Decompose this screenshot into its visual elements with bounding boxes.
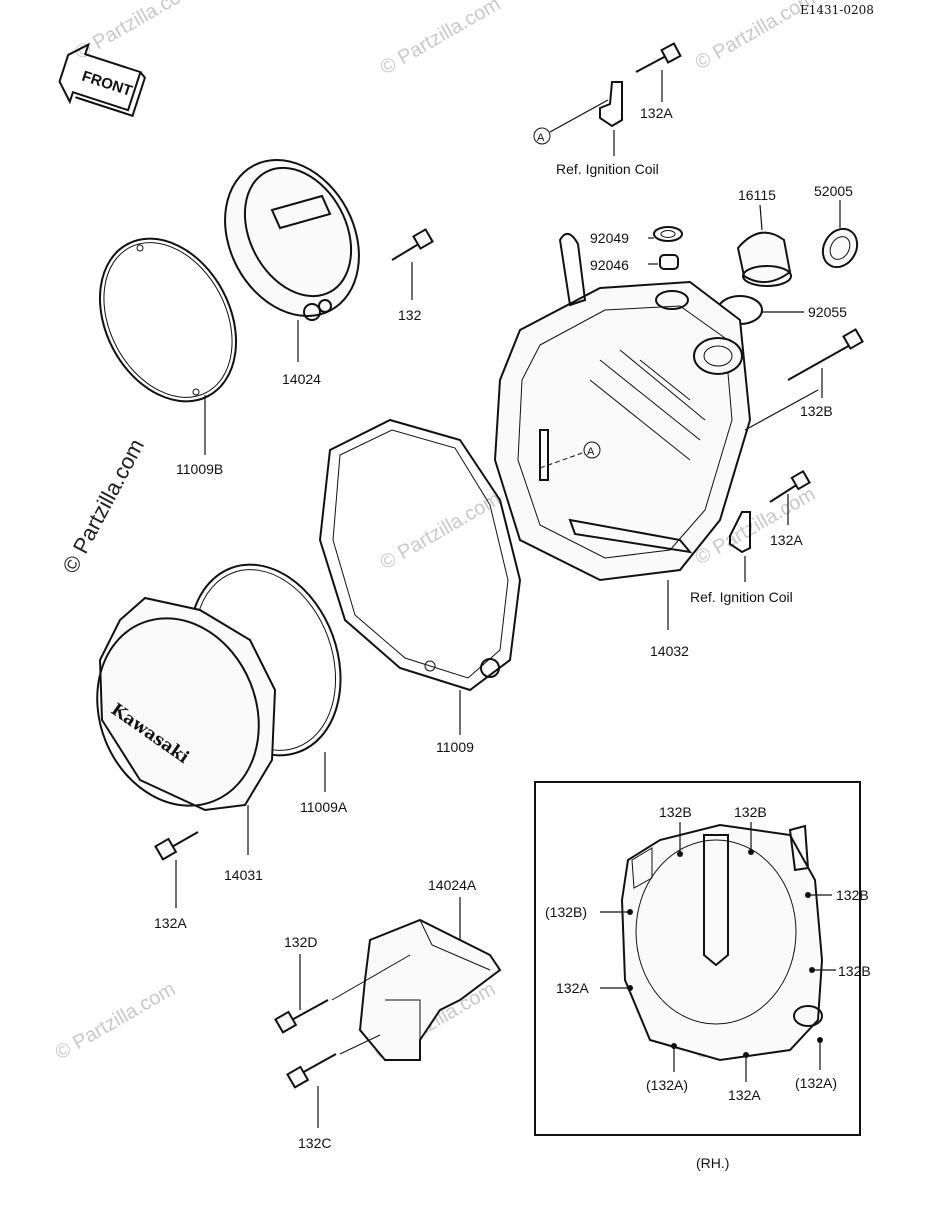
bolt-132d: 132D	[274, 934, 411, 1034]
callout-a-top: A	[537, 132, 545, 144]
part-label-14032: 14032	[650, 643, 689, 659]
part-label-11009: 11009	[436, 739, 474, 755]
inset-label-132b-top-left: 132B	[659, 804, 692, 820]
part-label-14024: 14024	[282, 371, 321, 387]
part-label-132a-top: 132A	[640, 105, 673, 121]
bolt-132c: 132C	[286, 1034, 381, 1151]
bolt-132a-top: 132A A Ref. Ignition Coil	[533, 42, 682, 177]
inset-label-132a-bottom-left: (132A)	[646, 1077, 688, 1093]
part-11009b-gasket: 11009B	[98, 237, 238, 477]
part-label-14031: 14031	[224, 867, 263, 883]
ref-ignition-coil-top: Ref. Ignition Coil	[556, 161, 659, 177]
part-label-132a-left: 132A	[154, 915, 187, 931]
part-14031-generator-cover: Kawasaki 14031	[96, 596, 277, 883]
part-label-132: 132	[398, 307, 422, 323]
part-14024a-bracket: 14024A	[358, 877, 502, 1061]
part-label-14024a: 14024A	[428, 877, 477, 893]
part-label-132c: 132C	[298, 1135, 331, 1151]
part-label-92055: 92055	[808, 304, 847, 320]
part-label-132b: 132B	[800, 403, 833, 419]
part-label-132a-right: 132A	[770, 532, 803, 548]
part-label-11009b: 11009B	[176, 461, 223, 477]
watermark: © Partzilla.com	[72, 0, 200, 64]
part-label-16115: 16115	[738, 187, 776, 203]
part-11009-gasket: 11009	[318, 418, 522, 755]
part-label-132d: 132D	[284, 934, 317, 950]
watermark: © Partzilla.com	[377, 0, 505, 79]
inset-label-132b-top-right: 132B	[734, 804, 767, 820]
bolt-132b: 132B	[744, 328, 864, 431]
inset-label-132a-left: 132A	[556, 980, 589, 996]
diagram-code: E1431-0208	[800, 3, 874, 17]
seals-92049-92046: 92049 92046	[590, 226, 683, 273]
watermark: © Partzilla.com	[377, 488, 505, 574]
ref-ignition-coil-right: Ref. Ignition Coil	[690, 589, 793, 605]
bolt-132a-left: 132A	[154, 831, 199, 931]
part-52005-seal: 52005	[814, 183, 859, 269]
part-14024-cover: 14024	[224, 158, 360, 387]
inset-label-132b-left-paren: (132B)	[545, 904, 587, 920]
callout-a-cover: A	[587, 446, 595, 458]
inset-rh-view: 132B 132B 132B (132B) 132B 132A (132A) 1…	[534, 781, 871, 1136]
part-label-92049: 92049	[590, 230, 629, 246]
part-label-52005: 52005	[814, 183, 853, 199]
watermark-side: © Partzilla.com	[57, 435, 149, 578]
inset-label-132a-bottom-right: (132A)	[795, 1075, 837, 1091]
inset-label-132a-bottom-mid: 132A	[728, 1087, 761, 1103]
part-16115-cap: 16115	[736, 187, 792, 287]
inset-label-132b-right-upper: 132B	[836, 887, 869, 903]
part-label-92046: 92046	[590, 257, 629, 273]
inset-caption: (RH.)	[696, 1155, 729, 1171]
bolt-132a-right: 132A Ref. Ignition Coil	[690, 469, 811, 605]
watermark: © Partzilla.com	[52, 978, 180, 1064]
part-14032-clutch-cover: A 14032	[493, 233, 752, 659]
bolt-132: 132	[391, 228, 434, 323]
inset-label-132b-right-lower: 132B	[838, 963, 871, 979]
front-label: FRONT	[80, 68, 134, 100]
part-label-11009a: 11009A	[300, 799, 348, 815]
